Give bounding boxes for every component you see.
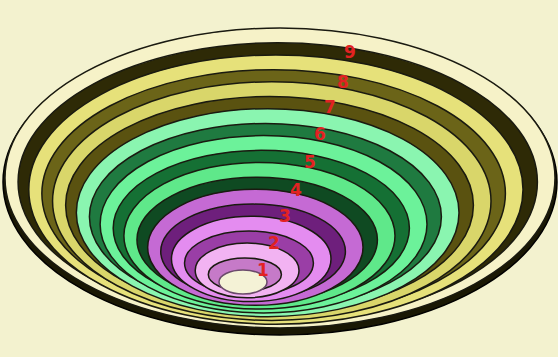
ring-number: 5	[304, 154, 316, 171]
ring-number: 4	[290, 182, 302, 199]
ring-number: 6	[314, 126, 326, 143]
ring-band	[171, 216, 331, 301]
ring-number: 8	[337, 74, 349, 91]
ring-band	[195, 243, 299, 298]
ring-number: 9	[344, 44, 356, 61]
ring-band	[3, 29, 557, 335]
ring-band	[5, 28, 555, 328]
ring-band	[100, 136, 427, 313]
ring-number: 2	[268, 235, 280, 252]
ring-number: 3	[279, 208, 291, 225]
ring-band	[53, 82, 491, 321]
ring-band	[148, 189, 363, 305]
ring-number: 7	[324, 99, 336, 116]
ring-band	[76, 109, 459, 317]
ring-band	[124, 162, 395, 309]
ring-number: 1	[257, 262, 269, 279]
ring-band	[29, 55, 523, 324]
